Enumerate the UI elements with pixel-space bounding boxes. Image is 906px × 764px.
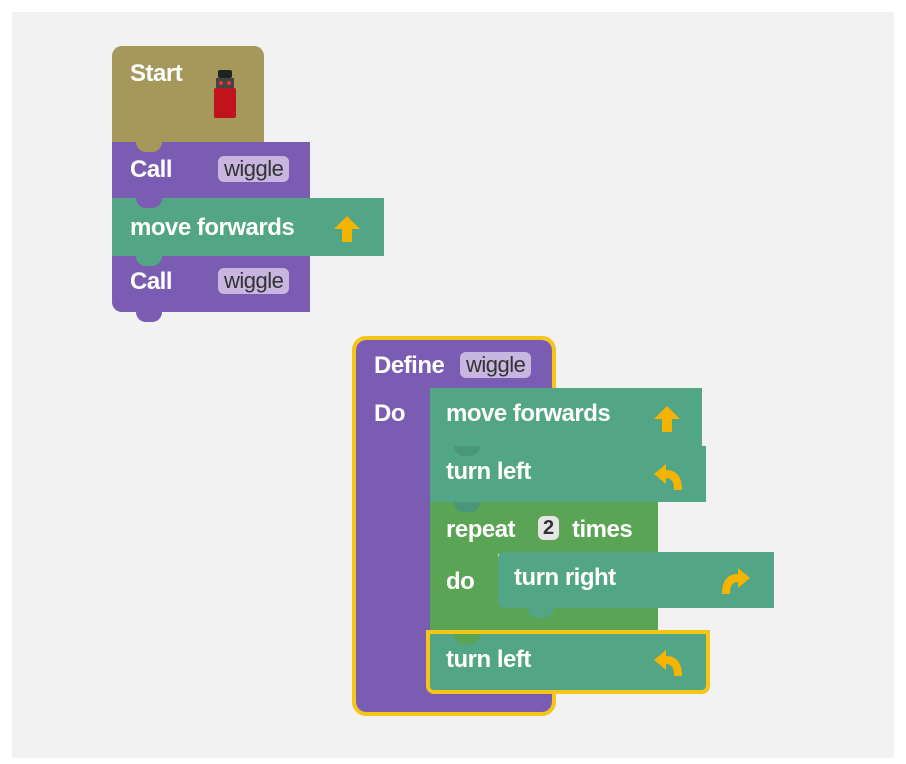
call-label: Call: [130, 156, 173, 183]
turn-left-icon: [654, 650, 682, 676]
repeat-count-input[interactable]: 2: [538, 516, 559, 540]
start-block[interactable]: Start: [112, 46, 264, 144]
turn-right-block[interactable]: turn right: [498, 552, 774, 618]
move-forwards-label: move forwards: [130, 214, 295, 241]
arrow-up-icon: [654, 406, 680, 432]
repeat-label: repeat: [446, 516, 516, 543]
turn-left-label: turn left: [446, 458, 531, 485]
turn-left-icon: [654, 464, 682, 490]
call-block-2[interactable]: Call wiggle: [112, 256, 310, 322]
move-forwards-block-2[interactable]: move forwards: [430, 388, 702, 446]
define-label: Define: [374, 352, 445, 379]
procedure-name-input[interactable]: wiggle: [460, 352, 532, 378]
robot-icon: [214, 70, 236, 118]
arrow-up-icon: [334, 216, 360, 242]
start-label: Start: [130, 60, 183, 87]
move-forwards-block-1[interactable]: move forwards: [112, 198, 384, 256]
turn-left-label: turn left: [446, 646, 531, 673]
procedure-name-field[interactable]: wiggle: [218, 268, 290, 294]
call-block-1[interactable]: Call wiggle: [112, 142, 310, 198]
procedure-name-field[interactable]: wiggle: [218, 156, 290, 182]
turn-left-block-2[interactable]: turn left: [426, 630, 710, 694]
times-label: times: [572, 516, 633, 543]
turn-right-label: turn right: [514, 564, 616, 591]
turn-right-icon: [722, 568, 750, 594]
turn-left-block-1[interactable]: turn left: [430, 446, 706, 502]
call-label: Call: [130, 268, 173, 295]
move-forwards-label: move forwards: [446, 400, 611, 427]
blocks-workspace[interactable]: Start Call wiggle move forwards Call wig…: [12, 12, 894, 758]
do-label: Do: [374, 400, 406, 427]
do-label: do: [446, 568, 475, 595]
